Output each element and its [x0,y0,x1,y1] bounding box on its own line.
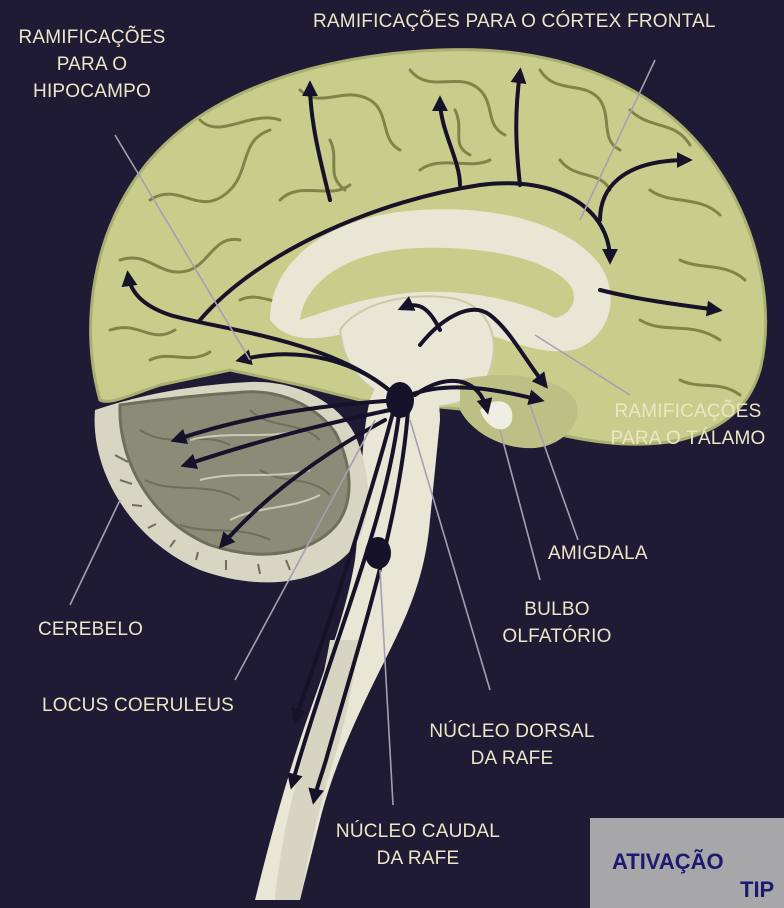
raphe-caudal-nucleus [365,537,391,569]
label-locus-coeruleus: LOCUS COERULEUS [42,692,234,719]
label-cerebelo: CEREBELO [38,616,143,643]
label-amigdala: AMIGDALA [548,540,648,567]
label-nucleo-caudal: NÚCLEO CAUDAL DA RAFE [318,818,518,872]
label-talamo: RAMIFICAÇÕES PARA O TÁLAMO [595,398,781,452]
label-cortex-frontal: RAMIFICAÇÕES PARA O CÓRTEX FRONTAL [313,8,716,35]
activation-badge: ATIVAÇÃO TIP [590,818,784,908]
label-bulbo-olfatorio: BULBO OLFATÓRIO [497,596,617,650]
label-nucleo-dorsal: NÚCLEO DORSAL DA RAFE [412,718,612,772]
badge-line-1: ATIVAÇÃO [612,848,724,876]
locus-coeruleus-nucleus [386,382,414,418]
label-hipocampo: RAMIFICAÇÕES PARA O HIPOCAMPO [2,24,182,105]
